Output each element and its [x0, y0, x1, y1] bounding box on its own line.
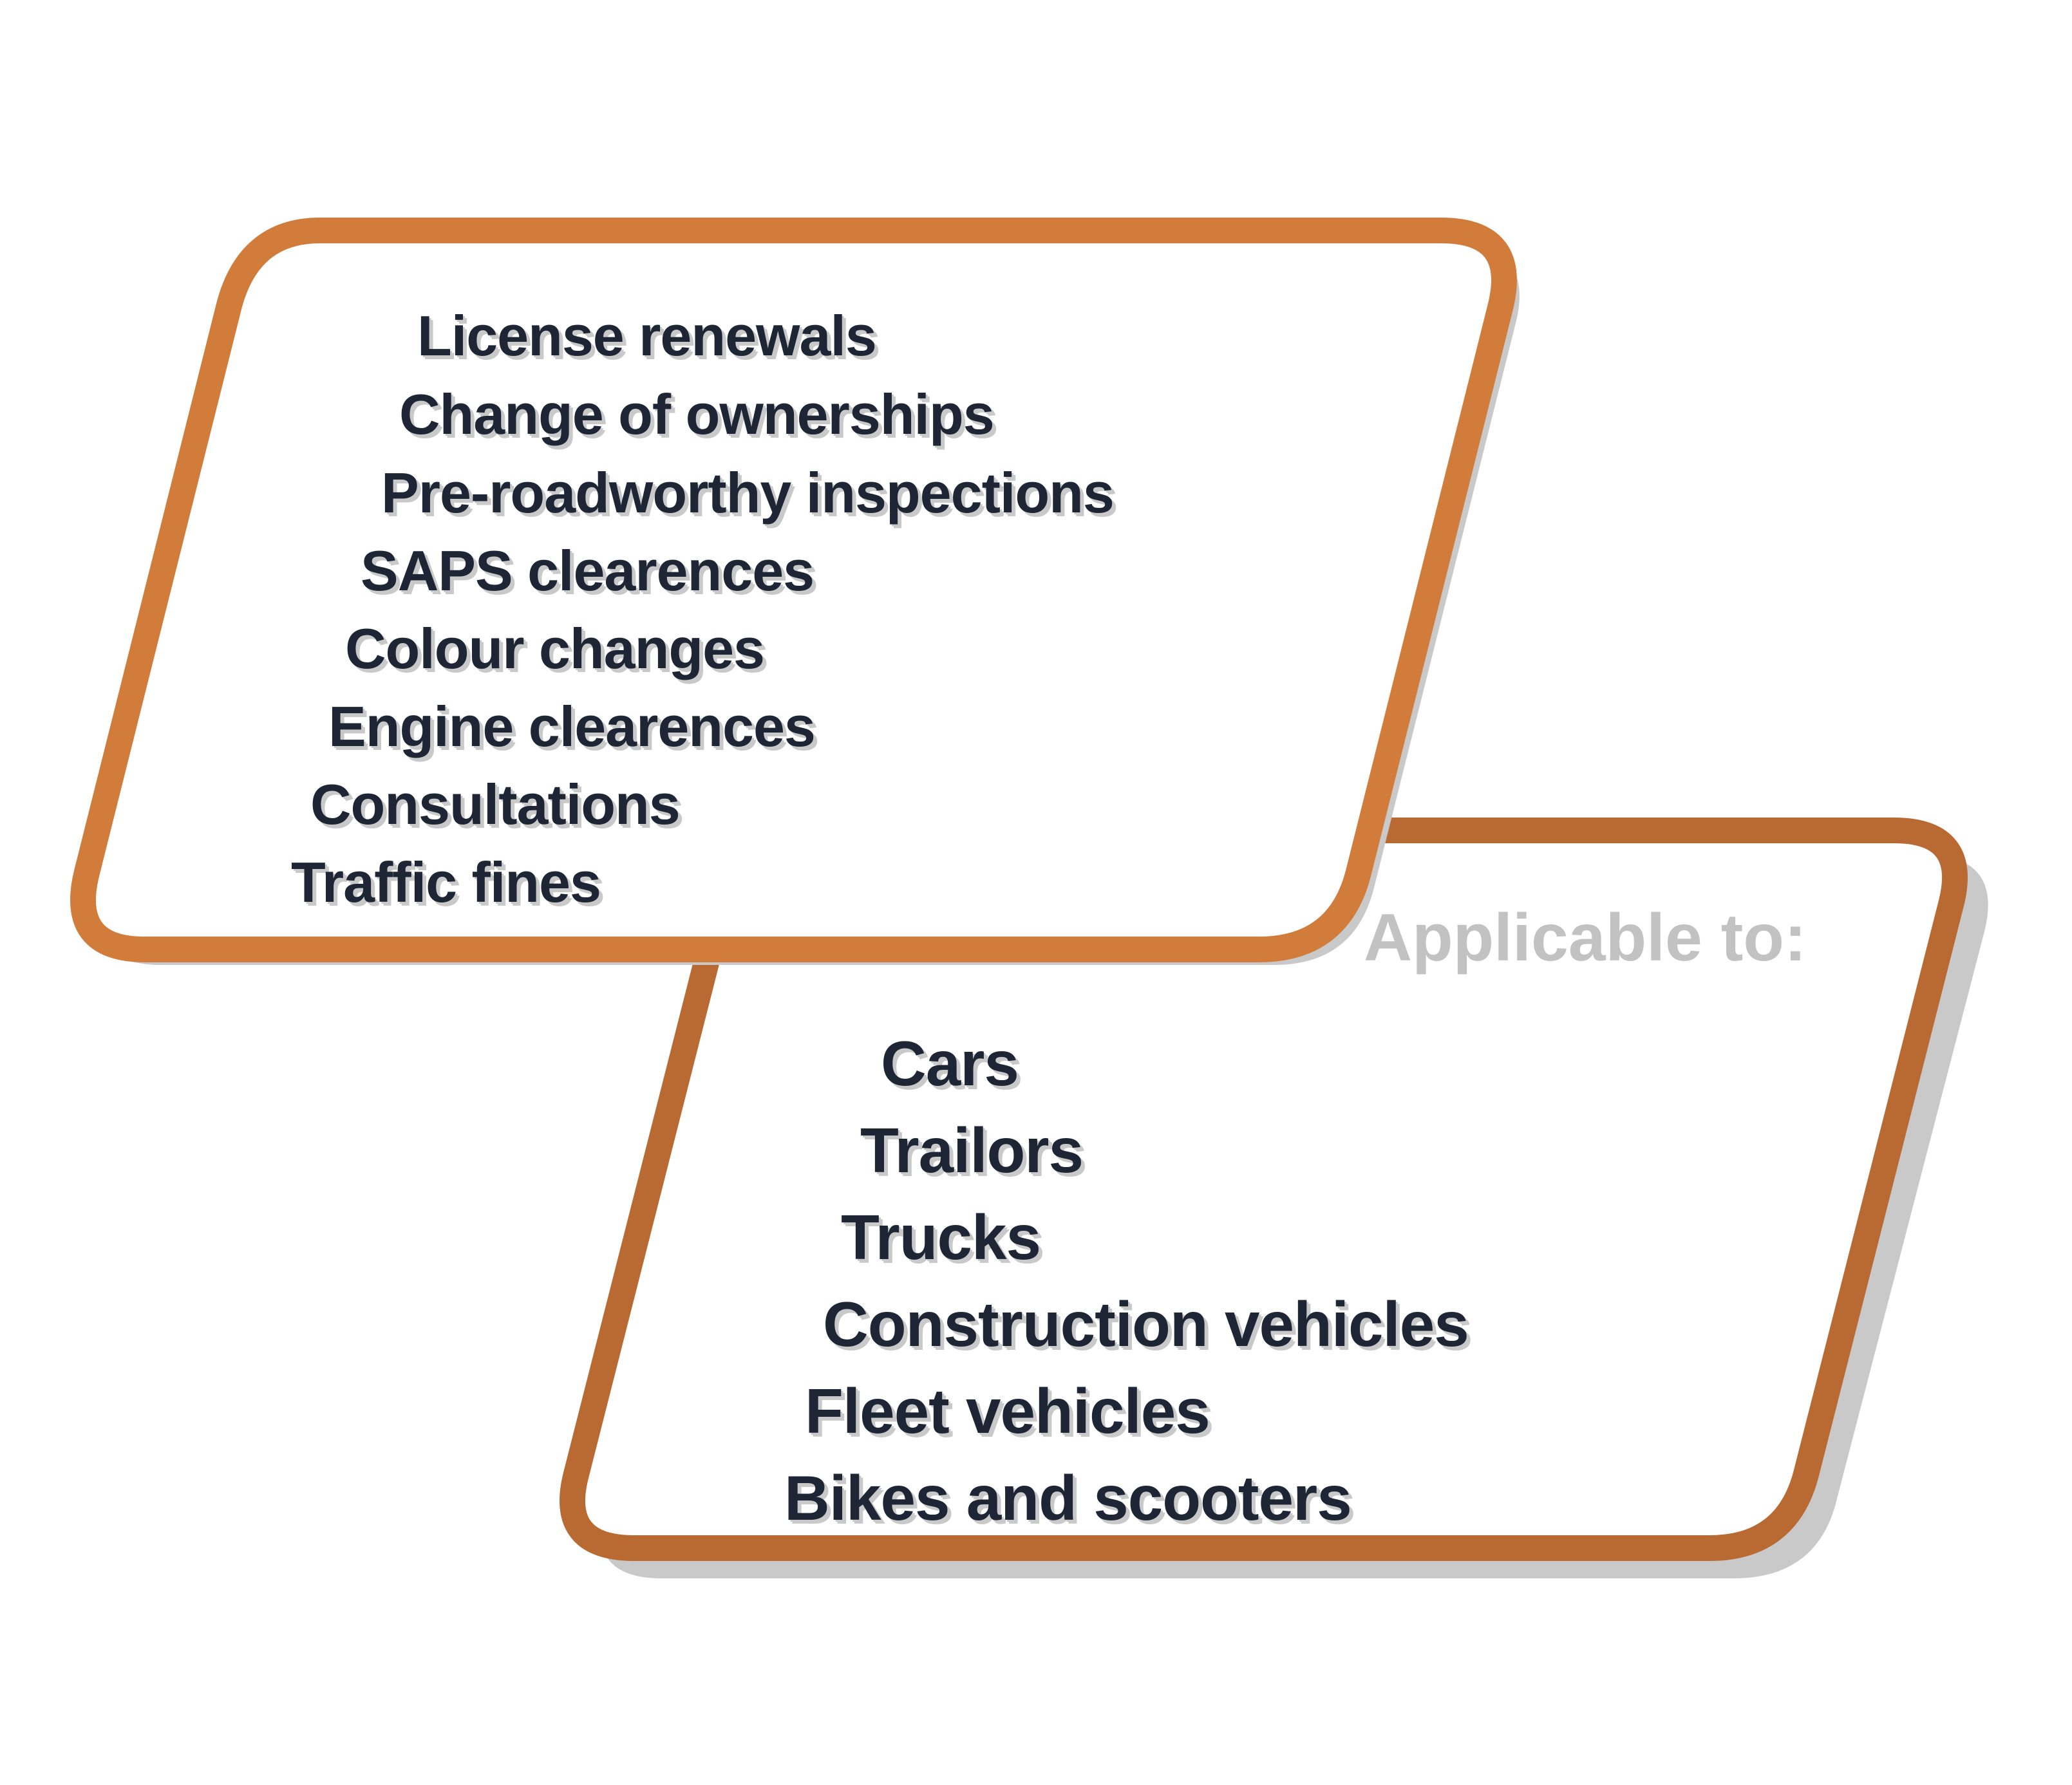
service-item: SAPS clearences [361, 539, 815, 603]
vehicle-item: Construction vehicles [823, 1289, 1469, 1360]
services-card [70, 218, 1517, 962]
vehicle-item: Cars [881, 1028, 1019, 1099]
vehicle-item: Trucks [841, 1202, 1041, 1273]
service-item: Engine clearences [328, 695, 816, 758]
vehicle-item: Trailors [860, 1115, 1084, 1186]
service-item: Change of ownerships [399, 382, 995, 446]
service-item: License renewals [417, 304, 877, 368]
service-item: Traffic fines [291, 850, 601, 914]
applicable-heading: Applicable to: [1364, 901, 1807, 975]
service-item: Pre-roadworthy inspections [381, 461, 1115, 525]
vehicle-item: Bikes and scooters [784, 1463, 1352, 1533]
vehicle-item: Fleet vehicles [805, 1376, 1210, 1446]
service-item: Colour changes [345, 617, 765, 680]
service-item: Consultations [310, 772, 681, 836]
